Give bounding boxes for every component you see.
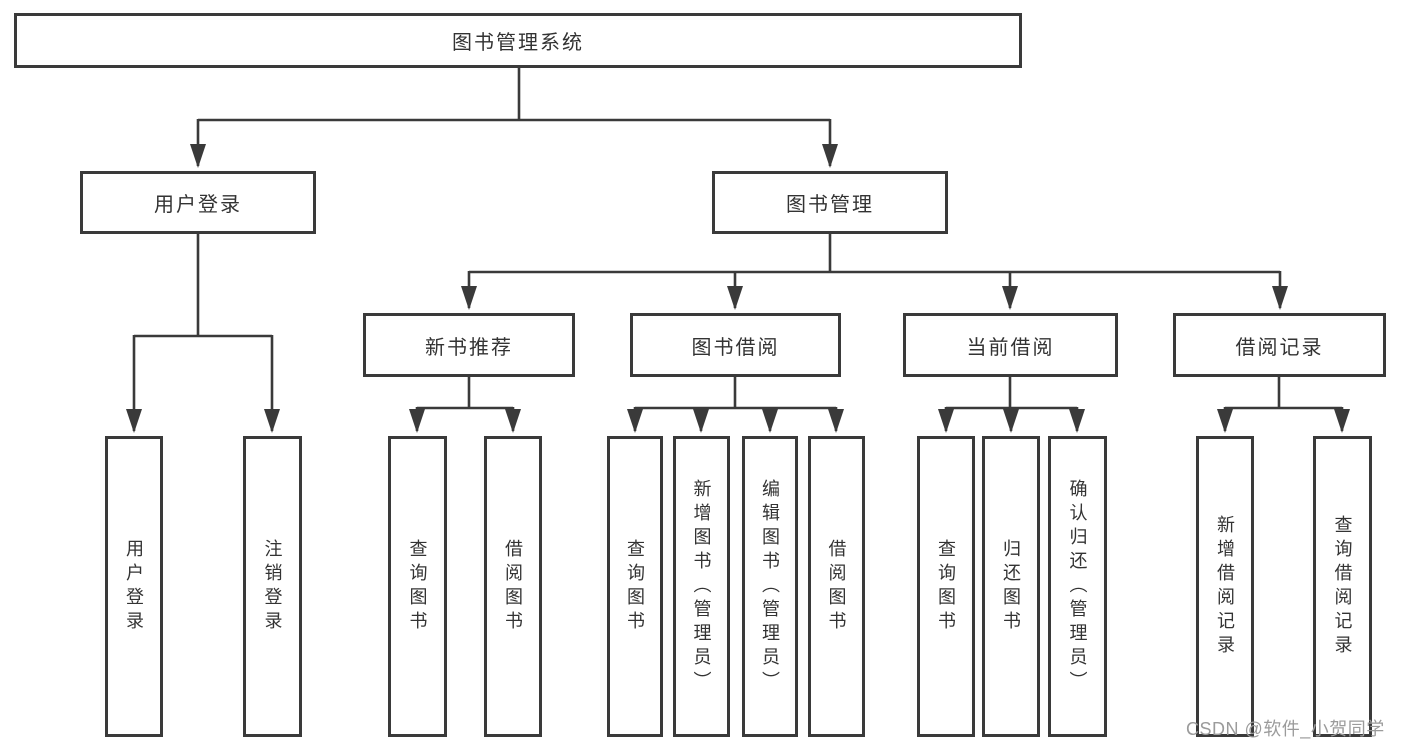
branch-root — [190, 68, 838, 168]
branch-book-management — [461, 234, 1288, 310]
leaf-user-login-label: 用户登录 — [124, 538, 144, 635]
leaf-query-borrow-record-label: 查询借阅记录 — [1332, 514, 1353, 659]
branch-new-book-recommend — [409, 377, 521, 433]
node-book-management: 图书管理 — [712, 171, 948, 234]
csdn-watermark: CSDN @软件_小贺同学 — [1186, 719, 1385, 739]
node-borrow-records: 借阅记录 — [1173, 313, 1386, 377]
node-book-borrow: 图书借阅 — [630, 313, 841, 377]
node-borrow-records-label: 借阅记录 — [1235, 336, 1324, 359]
leaf-query-books-current-label: 查询图书 — [936, 538, 956, 635]
leaf-user-login: 用户登录 — [105, 436, 163, 737]
leaf-logout: 注销登录 — [243, 436, 302, 737]
leaf-query-books-recommend-label: 查询图书 — [407, 538, 428, 635]
leaf-borrow-books-recommend: 借阅图书 — [484, 436, 542, 737]
node-book-borrow-label: 图书借阅 — [691, 336, 780, 359]
node-user-login-label: 用户登录 — [154, 194, 242, 216]
branch-current-borrow — [938, 377, 1085, 433]
leaf-query-books-current: 查询图书 — [917, 436, 975, 737]
leaf-add-borrow-record-label: 新增借阅记录 — [1215, 514, 1235, 659]
leaf-return-book: 归还图书 — [982, 436, 1040, 737]
node-current-borrow: 当前借阅 — [903, 313, 1118, 377]
leaf-logout-label: 注销登录 — [262, 538, 283, 635]
leaf-borrow-books-label: 借阅图书 — [826, 538, 847, 635]
node-new-book-recommend-label: 新书推荐 — [425, 336, 513, 359]
leaf-confirm-return-admin-label: 确认归还（管理员） — [1067, 478, 1088, 695]
leaf-query-books-borrow: 查询图书 — [607, 436, 663, 737]
leaf-add-book-admin-label: 新增图书（管理员） — [691, 478, 712, 695]
leaf-edit-book-admin-label: 编辑图书（管理员） — [760, 478, 780, 695]
leaf-borrow-books-recommend-label: 借阅图书 — [503, 538, 523, 635]
node-new-book-recommend: 新书推荐 — [363, 313, 575, 377]
node-user-login: 用户登录 — [80, 171, 316, 234]
leaf-add-book-admin: 新增图书（管理员） — [673, 436, 730, 737]
node-current-borrow-label: 当前借阅 — [966, 336, 1055, 359]
node-library-system: 图书管理系统 — [14, 13, 1022, 68]
leaf-query-borrow-record: 查询借阅记录 — [1313, 436, 1372, 737]
branch-user-login — [126, 234, 280, 433]
leaf-return-book-label: 归还图书 — [1001, 538, 1021, 635]
leaf-borrow-books: 借阅图书 — [808, 436, 865, 737]
node-library-system-label: 图书管理系统 — [452, 32, 584, 54]
leaf-add-borrow-record: 新增借阅记录 — [1196, 436, 1254, 737]
leaf-edit-book-admin: 编辑图书（管理员） — [742, 436, 798, 737]
leaf-query-books-borrow-label: 查询图书 — [625, 538, 645, 635]
branch-book-borrow — [627, 377, 844, 433]
leaf-query-books-recommend: 查询图书 — [388, 436, 447, 737]
leaf-confirm-return-admin: 确认归还（管理员） — [1048, 436, 1107, 737]
branch-borrow-records — [1217, 377, 1350, 433]
node-book-management-label: 图书管理 — [786, 194, 874, 216]
